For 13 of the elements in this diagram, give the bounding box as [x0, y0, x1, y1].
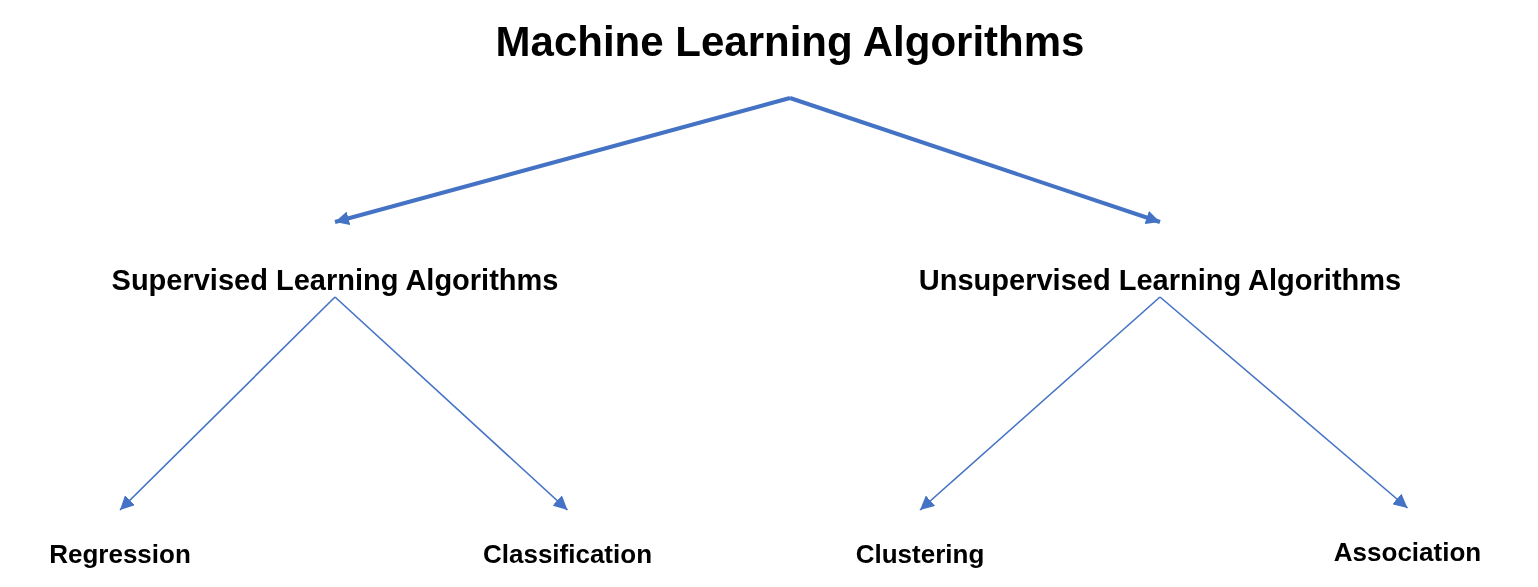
node-label: Classification — [482, 539, 653, 570]
arrow — [119, 296, 336, 511]
node-label: Regression — [49, 539, 191, 570]
arrow — [789, 96, 1161, 225]
arrow — [334, 296, 569, 511]
node-label: Machine Learning Algorithms — [495, 18, 1085, 66]
node-label: Association — [1333, 537, 1482, 568]
node-label: Unsupervised Learning Algorithms — [918, 264, 1402, 297]
arrow — [1159, 296, 1409, 509]
arrow — [919, 296, 1161, 511]
node-label: Supervised Learning Algorithms — [111, 264, 559, 297]
arrow — [334, 96, 791, 226]
node-label: Clustering — [855, 539, 985, 570]
